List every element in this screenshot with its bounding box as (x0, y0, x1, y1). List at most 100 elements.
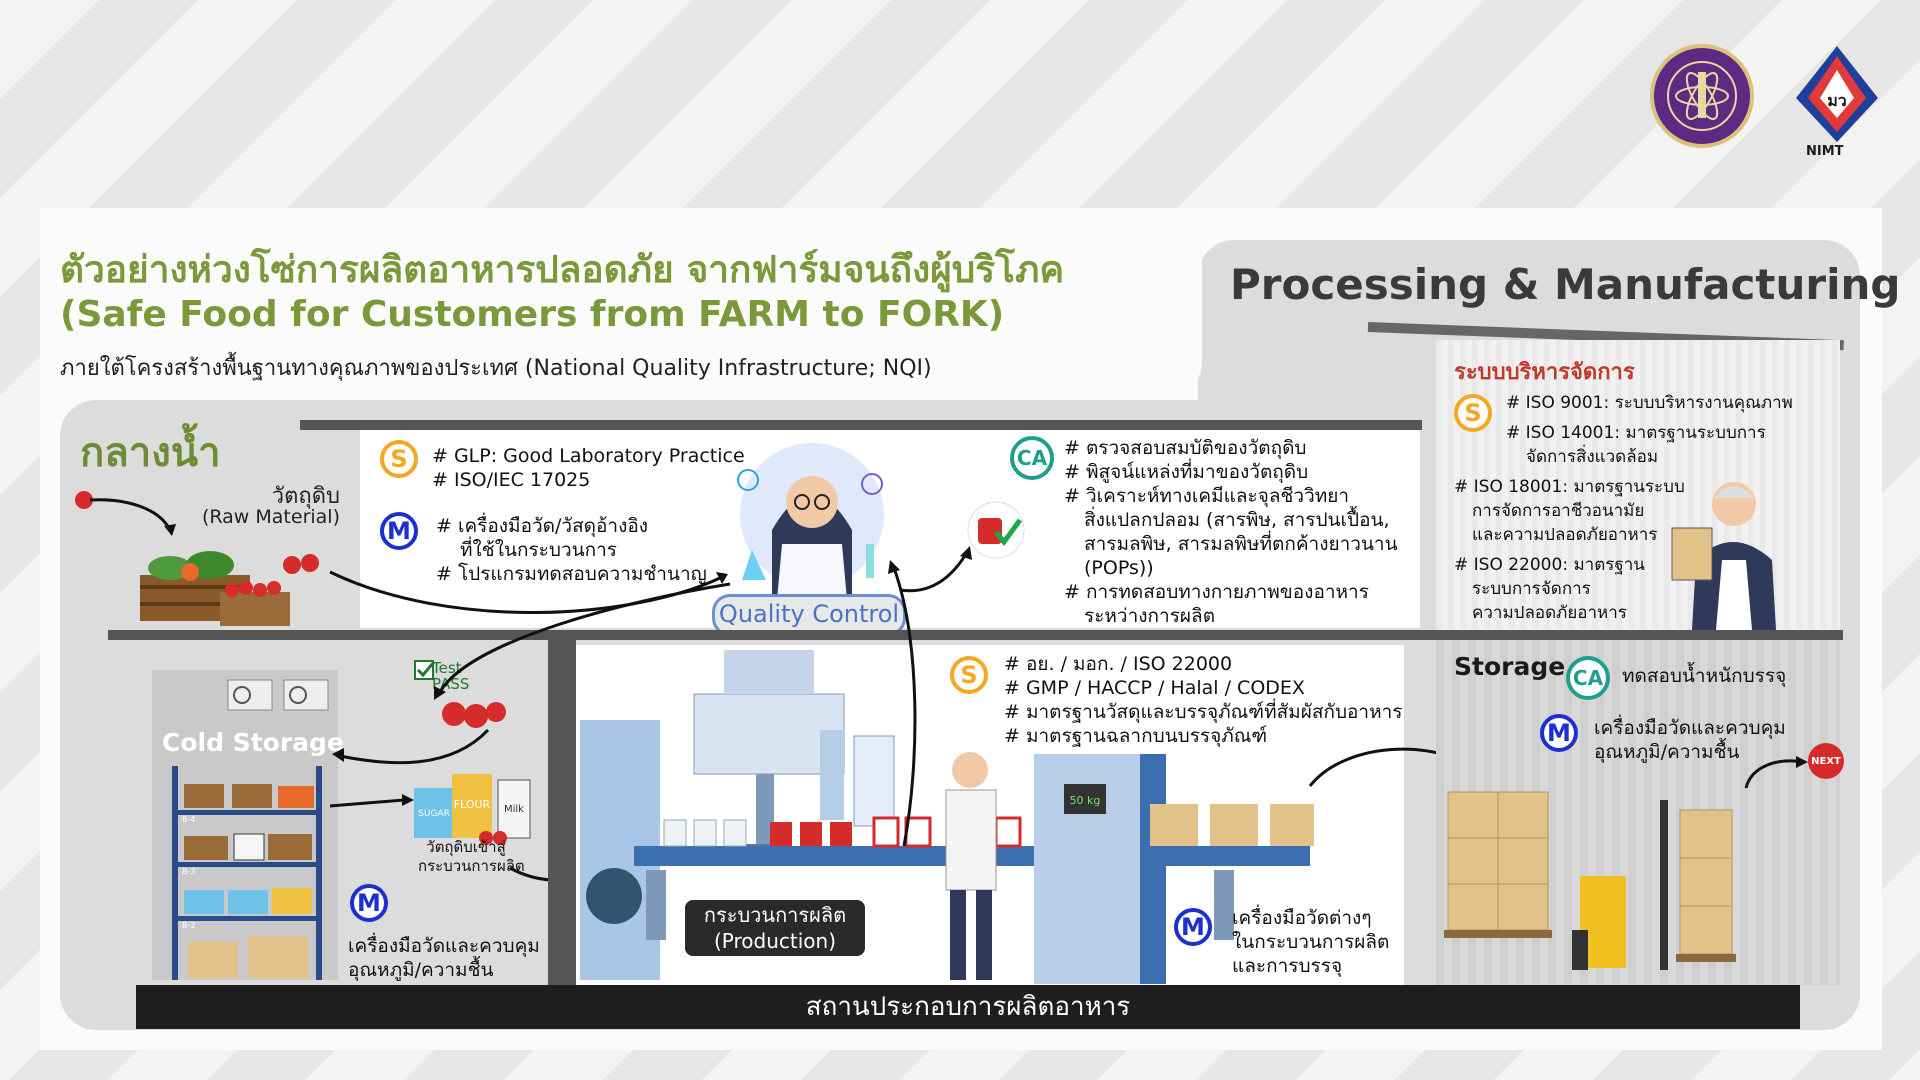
proficiency-testing-text: # โปรแกรมทดสอบความชำนาญ (436, 563, 707, 585)
ca-item-3: # วิเคราะห์ทางเคมีและจุลชีววิทยา (1064, 485, 1350, 507)
ca-item-5: สารมลพิษ, สารมลพิษที่ตกค้างยาวนาน (1084, 533, 1398, 555)
scale-display-icon (1064, 784, 1106, 814)
arrow-to-next (1744, 756, 1808, 789)
atom-icon (861, 473, 883, 495)
warehouse-illustration (1444, 791, 1736, 970)
milk-pack-label: Milk (504, 804, 524, 815)
ca-item-6: (POPs)) (1084, 557, 1154, 579)
storage-ca-text: ทดสอบน้ำหนักบรรจุ (1622, 665, 1787, 687)
nimt-mark: มว (1827, 93, 1847, 110)
inspector-illustration (1671, 482, 1776, 630)
production-pillar (548, 640, 576, 985)
production-m-text-3: และการบรรจุ (1232, 955, 1343, 977)
production-line-illustration: 50 kg (580, 650, 1314, 984)
management-standard-badge: S (1454, 394, 1492, 432)
ca-item-7: # การทดสอบทางกายภาพของอาหาร (1064, 581, 1369, 603)
arrow-qc-to-test (899, 546, 972, 593)
strawberry-sample-icon (442, 702, 506, 728)
iso22000-text-2: ระบบการจัดการ (1472, 579, 1591, 599)
ca-item-2: # พิสูจน์แหล่งที่มาของวัตถุดิบ (1064, 461, 1309, 483)
arrow-to-ingredients (329, 794, 414, 808)
production-s-item-3: # มาตรฐานวัสดุและบรรจุภัณฑ์ที่สัมผัสกับอ… (1004, 701, 1403, 723)
shelf-tag-b3: B-3 (182, 867, 195, 876)
iso18001-text-2: การจัดการอาชีวอนามัย (1472, 501, 1645, 521)
test-jar-check-icon (967, 501, 1025, 559)
raw-material-arrow (89, 498, 172, 531)
production-label: กระบวนการผลิต (Production) (685, 900, 865, 956)
conformity-assessment-badge: CA (1010, 436, 1054, 480)
flask-icon (742, 550, 766, 580)
cold-storage-label: Cold Storage (162, 728, 344, 757)
iso14001-text: # ISO 14001: มาตรฐานระบบการ (1506, 423, 1766, 443)
cold-storage-m-text-2: อุณหภูมิ/ความชื้น (348, 959, 494, 981)
sugar-pack-label: SUGAR (418, 809, 450, 819)
reference-material-text-2: ที่ใช้ในกระบวนการ (460, 539, 617, 561)
production-s-item-1: # อย. / มอก. / ISO 22000 (1004, 653, 1233, 675)
raw-to-process-label: วัตถุดิบเข้าสู่ กระบวนการผลิต (418, 838, 525, 876)
raw-material-crate-illustration (75, 491, 319, 626)
glp-standard-text: # GLP: Good Laboratory Practice (432, 445, 745, 467)
shelf-tag-b4: B-4 (182, 815, 195, 824)
nimt-logo: มว (1796, 46, 1878, 156)
raw-material-sublabel: (Raw Material) (201, 506, 340, 528)
standard-badge: S (380, 440, 418, 478)
raw-to-process-line-1: วัตถุดิบเข้าสู่ (426, 838, 506, 856)
food-factory-footer: สถานประกอบการผลิตอาหาร (136, 985, 1800, 1029)
page-title-thai: ตัวอย่างห่วงโซ่การผลิตอาหารปลอดภัย จากฟา… (60, 248, 1065, 291)
iso22000-text: # ISO 22000: มาตรฐาน (1454, 555, 1645, 575)
iso17025-text: # ISO/IEC 17025 (432, 469, 591, 491)
arrow-production-to-qc (888, 560, 917, 847)
scale-reading: 50 kg (1070, 794, 1101, 807)
production-s-item-4: # มาตรฐานฉลากบนบรรจุภัณฑ์ (1004, 725, 1268, 747)
metrology-badge: M (380, 512, 418, 550)
ca-item-4: สิ่งแปลกปลอม (สารพิษ, สารปนเปื้อน, (1084, 509, 1390, 531)
production-m-text-2: ในกระบวนการผลิต (1232, 931, 1390, 953)
storage-m-text-1: เครื่องมือวัดและควบคุม (1594, 717, 1786, 739)
production-standard-badge: S (950, 656, 988, 694)
midstream-top-line (300, 420, 1422, 430)
management-title: ระบบบริหารจัดการ (1454, 360, 1635, 385)
arrow-qc-to-cold-storage (332, 582, 731, 765)
molecule-icon (737, 469, 759, 491)
floor-divider (108, 630, 1843, 640)
nimt-label: NIMT (1806, 144, 1844, 159)
section-title: Processing & Manufacturing (1230, 260, 1901, 309)
midstream-title: กลางน้ำ (80, 430, 221, 476)
ca-item-1: # ตรวจสอบสมบัติของวัตถุดิบ (1064, 437, 1307, 459)
test-tube-icon (866, 544, 874, 578)
seal-emblem-icon (1667, 61, 1737, 131)
iso18001-text-3: และความปลอดภัยอาหาร (1472, 525, 1658, 545)
checkbox-check-icon (414, 660, 436, 680)
production-s-item-2: # GMP / HACCP / Halal / CODEX (1004, 677, 1305, 699)
production-label-thai: กระบวนการผลิต (703, 903, 847, 927)
cold-storage-shelves: B-4 B-3 B-2 (172, 766, 322, 980)
iso22000-text-3: ความปลอดภัยอาหาร (1472, 603, 1627, 623)
storage-conformity-badge: CA (1566, 656, 1610, 700)
clipboard-icon (1671, 527, 1713, 581)
flour-pack-label: FLOUR (454, 798, 491, 811)
strawberry-icon (283, 556, 301, 574)
production-m-text-1: เครื่องมือวัดต่างๆ (1232, 907, 1372, 929)
iso9001-text: # ISO 9001: ระบบบริหารงานคุณภาพ (1506, 393, 1793, 413)
iso14001-text-2: จัดการสิ่งแวดล้อม (1526, 447, 1659, 467)
ingredients-illustration: SUGAR FLOUR Milk (414, 774, 531, 845)
cold-storage-metrology-badge: M (350, 884, 388, 922)
shelf-tag-b2: B-2 (182, 921, 195, 930)
ac-unit-icons (227, 679, 329, 711)
start-dot-icon (75, 491, 93, 509)
storage-m-text-2: อุณหภูมิ/ความชื้น (1594, 741, 1740, 763)
iso18001-text: # ISO 18001: มาตรฐานระบบ (1454, 477, 1685, 497)
page-subtitle: ภายใต้โครงสร้างพื้นฐานทางคุณภาพของประเทศ… (60, 356, 932, 381)
production-metrology-badge: M (1174, 908, 1212, 946)
scientist-illustration (737, 443, 884, 600)
raw-to-process-line-2: กระบวนการผลิต (418, 857, 525, 875)
page-title-english: (Safe Food for Customers from FARM to FO… (60, 294, 1005, 335)
raw-material-label: วัตถุดิบ (271, 484, 340, 509)
reference-material-text: # เครื่องมือวัด/วัสดุอ้างอิง (436, 515, 649, 537)
header-area (40, 208, 1202, 398)
storage-label: Storage (1454, 652, 1566, 681)
cold-storage-m-text: เครื่องมือวัดและควบคุม (348, 935, 540, 957)
test-pass-line-1: Test (432, 659, 462, 677)
next-button[interactable]: NEXT (1808, 743, 1844, 779)
ministry-seal-logo (1650, 44, 1754, 148)
